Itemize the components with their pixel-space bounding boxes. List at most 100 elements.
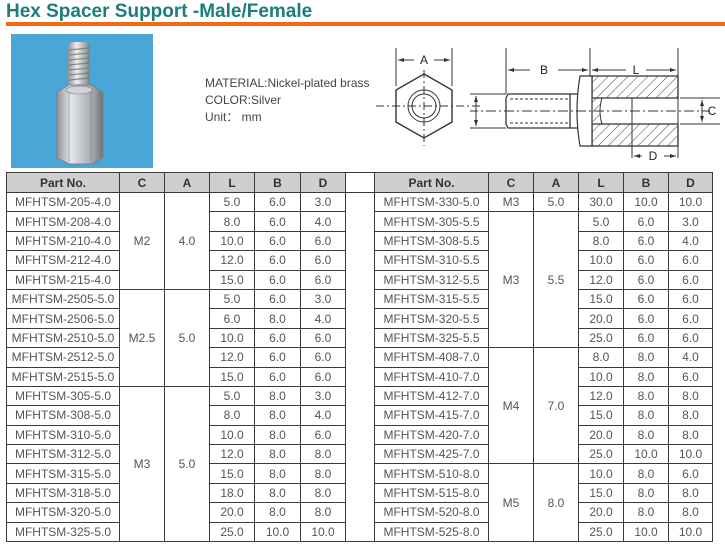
part-number-cell: MFHTSM-2515-5.0 — [6, 366, 120, 387]
stud-length-cell: 8.0 — [623, 463, 669, 484]
part-number-cell: MFHTSM-412-7.0 — [374, 385, 489, 407]
hex-width-cell: 5.5 — [533, 211, 579, 349]
stud-length-cell: 6.0 — [254, 269, 301, 290]
thread-depth-cell: 8.0 — [300, 444, 346, 465]
length-cell: 10.0 — [209, 230, 255, 252]
length-cell: 12.0 — [209, 347, 255, 368]
length-cell: 8.0 — [578, 347, 624, 368]
length-cell: 15.0 — [209, 366, 255, 387]
thread-depth-cell: 3.0 — [300, 191, 346, 213]
thread-depth-cell: 6.0 — [668, 366, 713, 387]
length-cell: 8.0 — [209, 405, 255, 426]
part-number-cell: MFHTSM-330-5.0 — [374, 191, 489, 213]
part-number-cell: MFHTSM-510-8.0 — [374, 463, 489, 484]
thread-depth-cell: 6.0 — [300, 250, 346, 271]
length-cell: 12.0 — [578, 385, 624, 407]
thread-size-cell: M3 — [488, 211, 534, 349]
hex-spacer-photo-icon — [11, 34, 153, 168]
part-number-cell: MFHTSM-310-5.5 — [374, 250, 489, 271]
hex-width-cell: 8.0 — [533, 463, 579, 543]
stud-length-cell: 6.0 — [623, 288, 669, 310]
part-number-cell: MFHTSM-525-8.0 — [374, 521, 489, 543]
length-cell: 15.0 — [209, 269, 255, 290]
table-spacer — [345, 386, 375, 406]
header-c: C — [488, 172, 534, 193]
stud-length-cell: 6.0 — [254, 288, 301, 310]
length-cell: 12.0 — [578, 269, 624, 290]
thread-depth-cell: 6.0 — [668, 327, 713, 349]
thread-depth-cell: 6.0 — [668, 308, 713, 329]
hex-end-view-diagram: A — [376, 48, 482, 146]
thread-depth-cell: 6.0 — [300, 327, 346, 349]
part-number-cell: MFHTSM-315-5.5 — [374, 288, 489, 310]
length-cell: 8.0 — [578, 230, 624, 252]
header-c: C — [119, 172, 165, 193]
thread-depth-cell: 6.0 — [300, 424, 346, 446]
part-number-cell: MFHTSM-520-8.0 — [374, 502, 489, 523]
header-a: A — [533, 172, 579, 193]
thread-depth-cell: 3.0 — [668, 211, 713, 232]
length-cell: 10.0 — [209, 327, 255, 349]
table-spacer — [345, 289, 375, 309]
stud-length-cell: 8.0 — [254, 405, 301, 426]
thread-depth-cell: 8.0 — [300, 482, 346, 504]
length-cell: 15.0 — [209, 463, 255, 484]
table-spacer — [345, 308, 375, 329]
stud-length-cell: 6.0 — [623, 230, 669, 252]
thread-depth-cell: 6.0 — [300, 366, 346, 387]
page-title: Hex Spacer Support -Male/Female — [6, 1, 313, 22]
length-cell: 10.0 — [209, 424, 255, 446]
length-cell: 25.0 — [578, 521, 624, 543]
stud-length-cell: 6.0 — [254, 366, 301, 387]
part-number-cell: MFHTSM-212-4.0 — [6, 250, 120, 271]
table-spacer — [345, 231, 375, 251]
table-spacer — [345, 483, 375, 503]
length-cell: 15.0 — [578, 482, 624, 504]
stud-length-cell: 8.0 — [623, 366, 669, 387]
table-spacer — [345, 211, 375, 232]
part-number-cell: MFHTSM-2506-5.0 — [6, 308, 120, 329]
length-cell: 10.0 — [578, 366, 624, 387]
part-number-cell: MFHTSM-312-5.0 — [6, 444, 120, 465]
stud-length-cell: 8.0 — [254, 502, 301, 523]
length-cell: 20.0 — [209, 502, 255, 523]
thread-depth-cell: 3.0 — [300, 288, 346, 310]
part-number-cell: MFHTSM-305-5.5 — [374, 211, 489, 232]
stud-length-cell: 8.0 — [254, 385, 301, 407]
hex-width-cell: 5.0 — [164, 288, 210, 387]
hex-width-cell: 5.0 — [164, 385, 210, 543]
thread-depth-cell: 8.0 — [668, 385, 713, 407]
thread-depth-cell: 4.0 — [668, 347, 713, 368]
stud-length-cell: 8.0 — [623, 405, 669, 426]
thread-depth-cell: 6.0 — [668, 288, 713, 310]
length-cell: 5.0 — [578, 211, 624, 232]
thread-depth-cell: 6.0 — [668, 250, 713, 271]
table-spacer — [345, 270, 375, 290]
thread-size-cell: M4 — [488, 347, 534, 465]
thread-depth-cell: 8.0 — [300, 502, 346, 523]
part-number-cell: MFHTSM-420-7.0 — [374, 424, 489, 446]
length-cell: 25.0 — [578, 327, 624, 349]
table-spacer — [345, 250, 375, 271]
table-spacer — [345, 192, 375, 212]
stud-length-cell: 8.0 — [623, 347, 669, 368]
part-number-cell: MFHTSM-515-8.0 — [374, 482, 489, 504]
thread-depth-cell: 8.0 — [300, 463, 346, 484]
length-cell: 20.0 — [578, 308, 624, 329]
table-spacer — [345, 502, 375, 523]
length-cell: 5.0 — [209, 385, 255, 407]
thread-depth-cell: 8.0 — [668, 502, 713, 523]
part-number-cell: MFHTSM-425-7.0 — [374, 444, 489, 465]
header-l: L — [209, 172, 255, 193]
stud-length-cell: 6.0 — [254, 250, 301, 271]
